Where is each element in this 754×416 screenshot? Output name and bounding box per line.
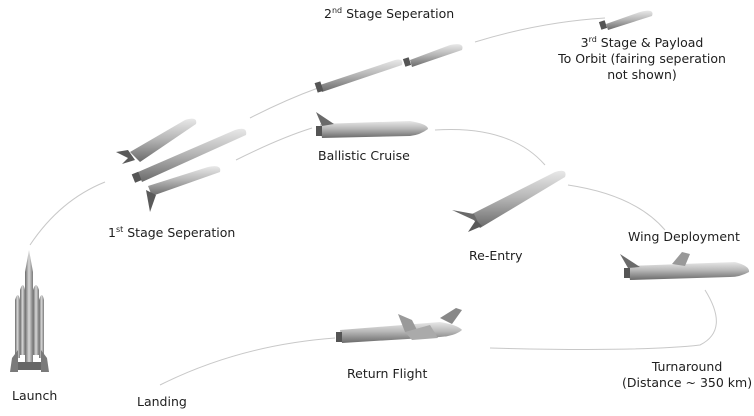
launch-label: Launch (12, 388, 58, 403)
re-entry-label: Re-Entry (469, 248, 523, 263)
stage-number: 1 (108, 225, 116, 240)
trajectory-path (29, 17, 717, 386)
stage-text: Stage Seperation (123, 225, 236, 240)
spaceplane-re-entry (452, 170, 566, 232)
spaceplane-wing-deployment (620, 252, 750, 280)
first-stage-booster-lower (146, 166, 221, 212)
second-stage-upper (402, 44, 463, 67)
second-stage-separation-label: 2nd Stage Seperation (324, 6, 454, 22)
first-stage-separation-label: 1st Stage Seperation (108, 225, 235, 241)
stage-text: Stage Seperation (342, 6, 455, 21)
first-stage-booster-upper (116, 118, 197, 164)
launch-rocket (10, 250, 49, 372)
third-stage-line-2: To Orbit (fairing seperation (558, 51, 726, 66)
turnaround-label: Turnaround (Distance ~ 350 km) (622, 359, 752, 391)
return-flight-label: Return Flight (347, 366, 428, 381)
stage-ordinal: nd (331, 5, 343, 15)
stage-text: Stage & Payload (596, 35, 704, 50)
spaceplane-return-flight (336, 308, 462, 343)
third-stage-line-3: not shown) (607, 67, 677, 82)
stage-ordinal: rd (588, 34, 597, 44)
third-stage-payload (598, 10, 653, 30)
turnaround-distance: (Distance ~ 350 km) (622, 375, 753, 390)
spaceplane-ballistic-cruise (316, 112, 428, 138)
stage-ordinal: st (115, 224, 124, 234)
wing-deployment-label: Wing Deployment (628, 229, 740, 244)
ballistic-cruise-label: Ballistic Cruise (318, 148, 410, 163)
landing-label: Landing (137, 394, 187, 409)
third-stage-line-1: 3rd Stage & Payload (556, 35, 728, 51)
turnaround-title: Turnaround (651, 359, 723, 374)
stage-number: 3 (580, 35, 589, 50)
third-stage-payload-label: 3rd Stage & Payload To Orbit (fairing se… (556, 35, 728, 83)
stage-number: 2 (324, 6, 332, 21)
second-stage-lower (314, 59, 403, 93)
first-stage-core (131, 128, 247, 183)
